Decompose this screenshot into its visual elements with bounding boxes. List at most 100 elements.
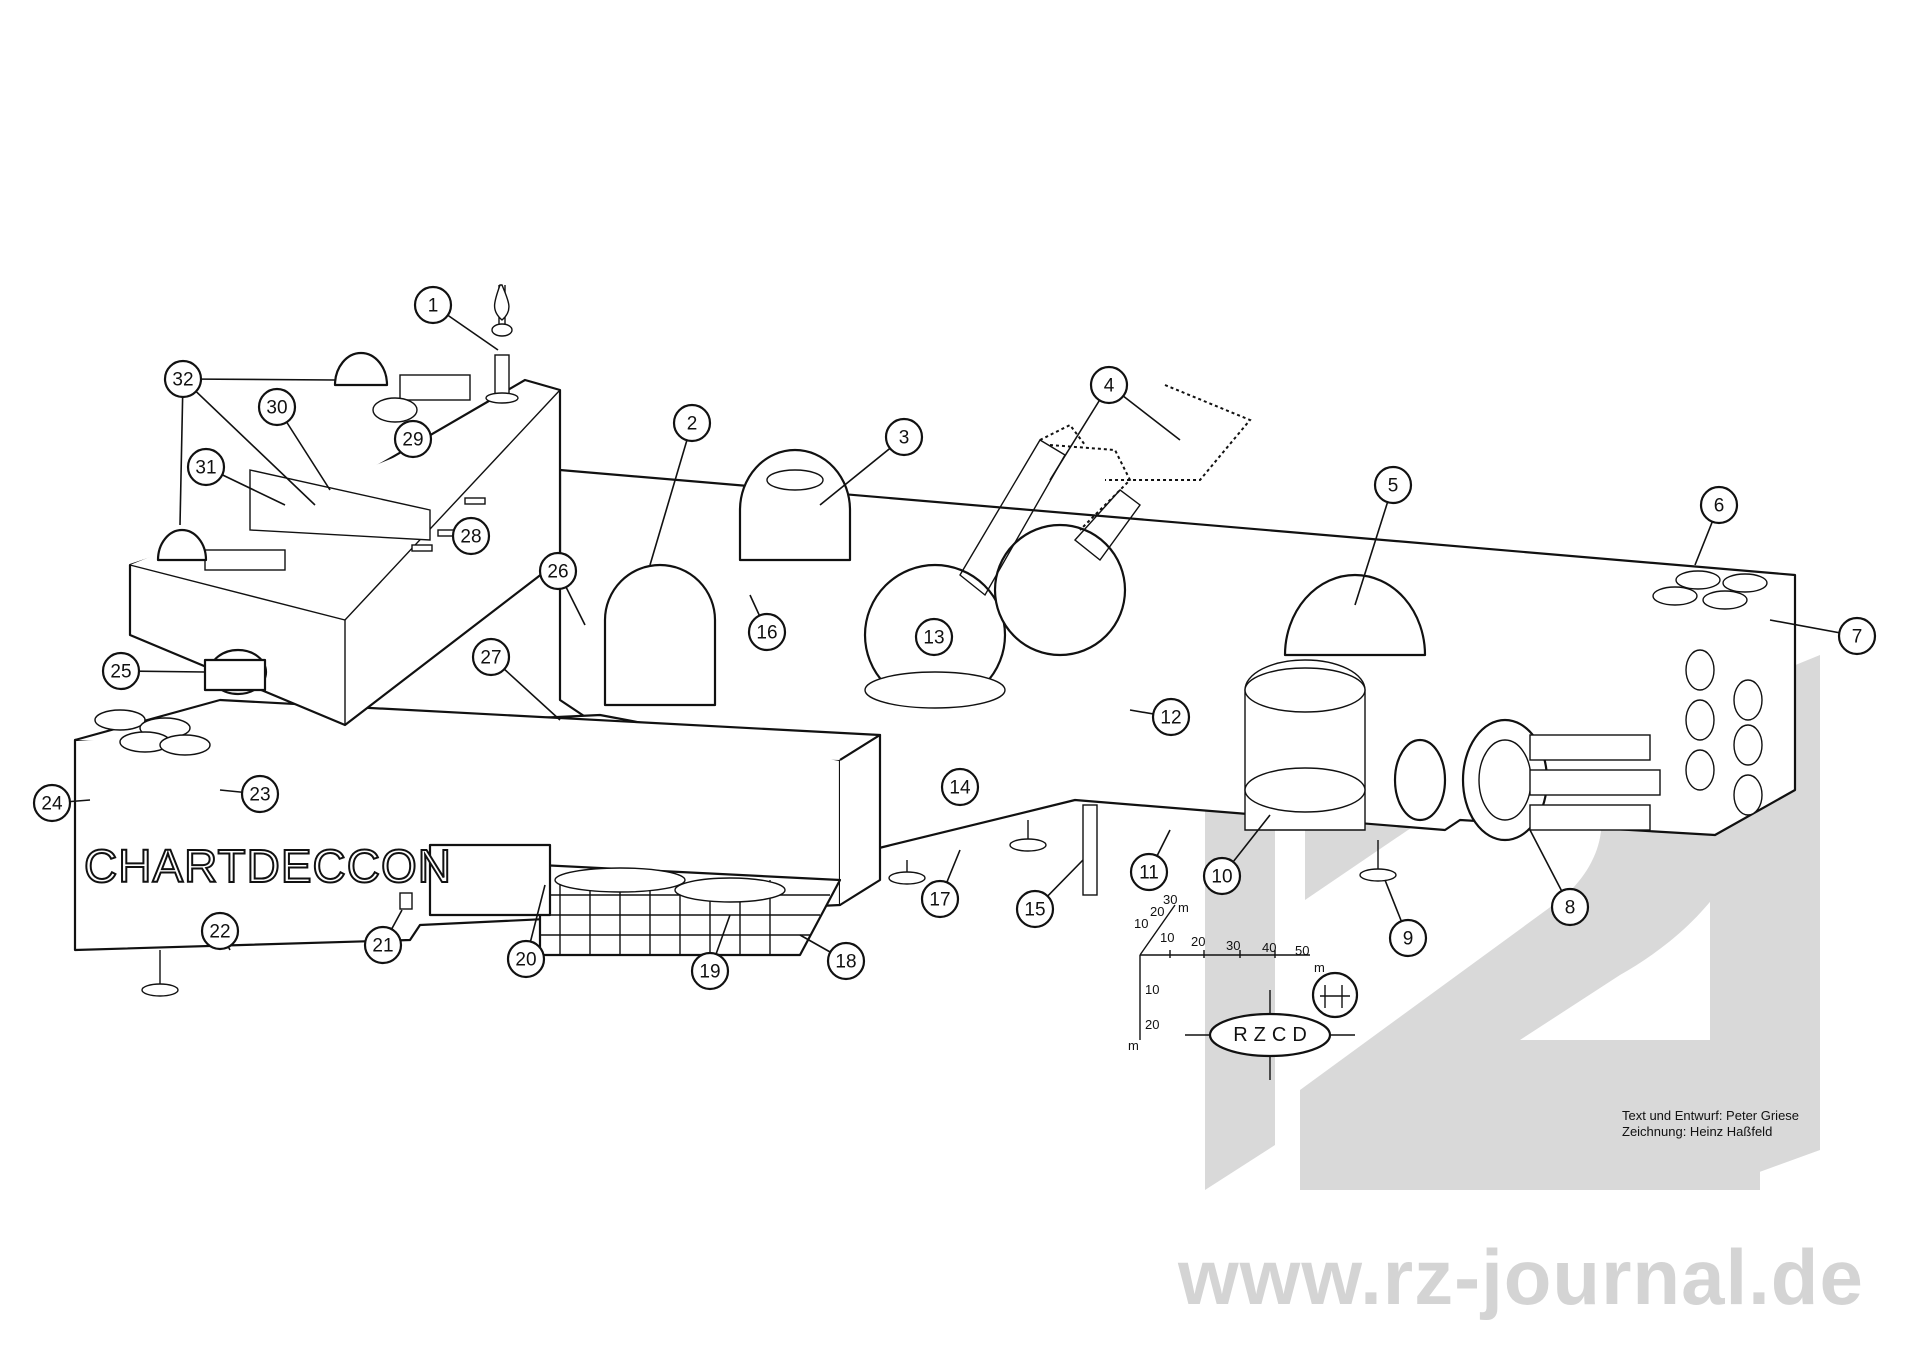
engine-pod	[203, 648, 268, 696]
callout-circle	[920, 879, 960, 919]
callout-circle	[363, 925, 403, 965]
callout-number: 18	[835, 952, 856, 973]
callout-number: 26	[547, 562, 568, 583]
domes	[603, 384, 1427, 831]
hatch	[399, 892, 413, 910]
scale-y-unit: m	[1128, 1038, 1139, 1053]
callout-circle	[101, 651, 141, 691]
scale-z-tick-30: 30	[1163, 892, 1177, 907]
callout-circle	[1202, 856, 1242, 896]
scale-x-tick-10: 10	[1160, 930, 1174, 945]
callout-number: 2	[687, 414, 698, 435]
scale-x-tick-50: 50	[1295, 943, 1309, 958]
callout-circle	[538, 551, 578, 591]
callout-leader	[1354, 484, 1394, 606]
callout-number: 30	[266, 398, 287, 419]
callout-number: 16	[756, 623, 777, 644]
callout-number: 8	[1565, 898, 1576, 919]
callout-number: 15	[1024, 900, 1045, 921]
cupolas	[94, 570, 1768, 756]
scale-y-tick-10: 10	[1145, 982, 1159, 997]
callout-circle	[200, 911, 240, 951]
callout-number: 1	[428, 296, 439, 317]
scale-z-tick-20: 20	[1150, 904, 1164, 919]
credit-drawing: Zeichnung: Heinz Haßfeld	[1622, 1124, 1773, 1139]
callout-circle	[690, 951, 730, 991]
callout-number: 29	[402, 430, 423, 451]
callout-circle	[32, 783, 72, 823]
scale-x-tick-40: 40	[1262, 940, 1276, 955]
thruster-nozzles	[1685, 649, 1763, 816]
callout-number: 13	[923, 628, 944, 649]
callout-leader	[179, 378, 184, 526]
callout-circle	[1699, 485, 1739, 525]
callout-circle	[826, 941, 866, 981]
scale-z-tick-10: 10	[1134, 916, 1148, 931]
callout-leader	[182, 378, 336, 381]
upper-deck	[128, 284, 562, 727]
credits: Text und Entwurf: Peter Griese Zeichnung…	[1622, 1108, 1799, 1140]
callout-number: 17	[929, 890, 950, 911]
scale-x-unit: m	[1314, 960, 1325, 975]
credit-text-design: Text und Entwurf: Peter Griese	[1622, 1108, 1800, 1123]
scale-z-unit: m	[1178, 900, 1189, 915]
callout-circle	[186, 447, 226, 487]
callout-number: 11	[1139, 863, 1159, 884]
callout-number: 24	[41, 794, 63, 815]
scale-x-tick-30: 30	[1226, 938, 1240, 953]
callout-circle	[1129, 852, 1169, 892]
callout-circle	[413, 285, 453, 325]
callout-circle	[1837, 616, 1877, 656]
callout-circle	[1089, 365, 1129, 405]
callout-number: 12	[1160, 708, 1181, 729]
callout-circle	[672, 403, 712, 443]
callout-circle	[1373, 465, 1413, 505]
callout-number: 10	[1211, 867, 1232, 888]
callout-leader	[182, 378, 316, 506]
callout-circle	[940, 767, 980, 807]
watermark-url: www.rz-journal.de	[1178, 1233, 1864, 1321]
callout-circle	[451, 516, 491, 556]
callout-circle	[1015, 889, 1055, 929]
rzcd-badge: RZCD	[1185, 990, 1355, 1080]
callout-number: 22	[209, 922, 230, 943]
callout-circle	[471, 637, 511, 677]
callout-circle	[1550, 887, 1590, 927]
callout-number: 19	[699, 962, 720, 983]
signature-monogram	[1311, 971, 1359, 1019]
scale-y-tick-20: 20	[1145, 1017, 1159, 1032]
callout-circle	[240, 774, 280, 814]
callout-number: 31	[195, 458, 216, 479]
callout-circle	[393, 419, 433, 459]
callout-number: 21	[372, 936, 393, 957]
callout-number: 9	[1403, 929, 1414, 950]
callout-number: 20	[515, 950, 536, 971]
callout-number: 3	[899, 428, 910, 449]
callout-circle	[747, 612, 787, 652]
landing-struts	[141, 804, 1397, 997]
callout-circle	[506, 939, 546, 979]
rzcd-badge-text: RZCD	[1233, 1024, 1313, 1046]
scale-axes: 10 20 30 40 50 m 10 20 m 10 20 30 m	[1128, 892, 1325, 1053]
callout-circle	[163, 359, 203, 399]
callout-number: 4	[1104, 376, 1115, 397]
ship-name-label: CHARTDECCON	[84, 840, 452, 892]
callout-number: 23	[249, 785, 270, 806]
callout-number: 32	[172, 370, 193, 391]
callout-number: 28	[460, 527, 481, 548]
callout-circle	[1388, 918, 1428, 958]
callout-number: 6	[1714, 496, 1725, 517]
callout-circle	[1151, 697, 1191, 737]
callout-leader	[649, 422, 693, 566]
callout-number: 27	[480, 648, 501, 669]
callout-circle	[257, 387, 297, 427]
scale-x-tick-20: 20	[1191, 934, 1205, 949]
engine-cluster	[1393, 718, 1661, 842]
callout-circle	[914, 617, 954, 657]
callouts: 1234567891011121314151617181920212223242…	[32, 285, 1877, 991]
callout-number: 5	[1388, 476, 1399, 497]
callout-number: 25	[110, 662, 131, 683]
callout-number: 14	[949, 778, 971, 799]
